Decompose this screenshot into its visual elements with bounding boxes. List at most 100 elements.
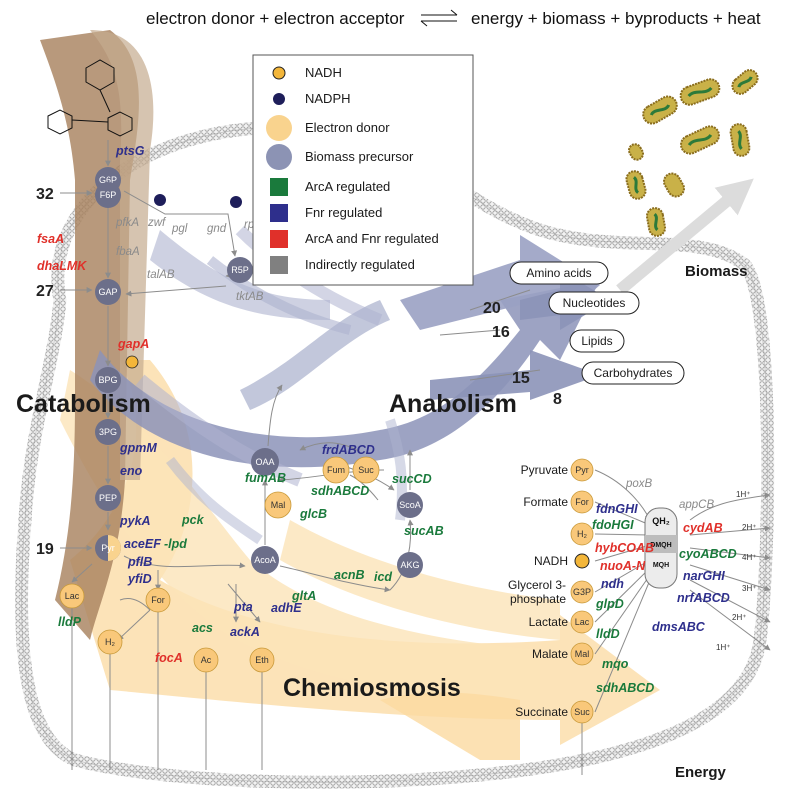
svg-text:Pyruvate: Pyruvate [521,463,569,477]
legend: NADH NADPH Electron donor Biomass precur… [252,54,474,286]
svg-text:GAP: GAP [98,287,117,297]
gene-ptsG: ptsG [115,144,145,158]
node-suc: Suc [352,456,380,484]
node-pep: PEP [95,485,121,511]
legend-item-biomass-precursor: Biomass precursor [266,144,414,170]
svg-text:F6P: F6P [100,190,117,200]
gene-sdhABCD: sdhABCD [311,484,369,498]
node-pyr: Pyr [95,535,121,561]
node-scoa: ScoA [397,492,423,518]
svg-text:Lac: Lac [65,591,80,601]
node-mal-tca [265,417,291,443]
legend-item-electron-donor: Electron donor [266,115,390,141]
count-lipids: 15 [512,370,530,387]
gene-acnB: acnB [334,568,365,582]
gene-dhaLMK: dhaLMK [37,259,87,273]
svg-text:Suc: Suc [574,707,590,717]
svg-text:For: For [151,595,165,605]
count-nucleotides: 16 [492,324,510,341]
gene-acs: acs [192,621,213,635]
gene-frdABCD: frdABCD [322,443,375,457]
svg-text:Electron donor: Electron donor [305,120,390,135]
product-nucleotides: Nucleotides [548,291,640,315]
gene-yfiD: yfiD [127,572,152,586]
gene-fdnGHI: fdnGHI [596,502,638,516]
svg-text:Pyr: Pyr [101,543,115,553]
biomass-arrow [616,178,754,295]
svg-text:Lactate: Lactate [529,615,569,629]
gene-gpmM: gpmM [119,441,157,455]
gene-lldP: lldP [58,615,82,629]
svg-text:OAA: OAA [255,457,274,467]
svg-text:Ac: Ac [201,655,212,665]
svg-text:R5P: R5P [231,265,249,275]
svg-text:MQH: MQH [653,562,669,569]
donor-pyruvate: Pyruvate Pyr [521,458,594,482]
gene-dmsABC: dmsABC [652,620,706,634]
svg-text:For: For [575,497,589,507]
svg-text:AKG: AKG [400,560,419,570]
equilibrium-arrows-icon [420,9,458,27]
svg-text:QH₂: QH₂ [652,516,670,526]
gene-cydAB: cydAB [683,521,723,535]
gene-cyoABCD: cyoABCD [679,547,737,561]
node-lac: Lac [59,583,85,609]
svg-text:H₂: H₂ [105,637,115,647]
count-gap: 27 [36,283,54,300]
anabolism-label: Anabolism [389,390,517,418]
node-oaa: OAA [251,448,279,476]
svg-text:Formate: Formate [523,495,568,509]
gene-pfkA: pfkA [115,217,139,229]
svg-text:PEP: PEP [99,493,117,503]
svg-text:Amino acids: Amino acids [526,266,591,280]
node-3pg: 3PG [95,419,121,445]
svg-text:H₂: H₂ [577,529,587,539]
gene-sdhABCD-respiratory: sdhABCD [596,681,654,695]
product-carbohydrates: Carbohydrates [581,361,685,385]
legend-item-arca-fnr: ArcA and Fnr regulated [270,230,439,248]
gene-pflB: pflB [127,555,152,569]
svg-text:NADH: NADH [305,65,342,80]
gene-mqo: mqo [602,657,629,671]
legend-item-fnr: Fnr regulated [270,204,382,222]
svg-text:BPG: BPG [98,375,117,385]
svg-text:ScoA: ScoA [399,500,421,510]
bacteria-cluster [625,69,759,237]
node-akg: AKG [397,552,423,578]
gene-pck: pck [181,513,205,527]
nadph-marker-icon [230,196,242,208]
gene-pykA: pykA [119,514,151,528]
svg-text:Indirectly regulated: Indirectly regulated [305,257,415,272]
donor-glycerol-3-phosphate: Glycerol 3-phosphate G3P [508,578,594,606]
legend-item-nadh: NADH [272,65,342,80]
svg-text:Fnr regulated: Fnr regulated [305,205,382,220]
svg-text:Biomass precursor: Biomass precursor [305,149,414,164]
donor-succinate: Succinate Suc [515,700,594,724]
proton-label: 1H⁺ [736,490,750,499]
energy-label: Energy [675,764,727,781]
product-lipids: Lipids [569,329,625,353]
node-f6p: F6P [95,182,121,208]
svg-text:Lac: Lac [575,617,590,627]
gene-nrfABCD: nrfABCD [677,591,730,605]
count-pyr: 19 [36,541,54,558]
glucose-molecule-icon [47,59,133,137]
proton-label: 4H⁺ [742,553,756,562]
node-ac: Ac [193,647,219,673]
quinone-pool: QH₂ DMQH MQH [644,507,678,589]
gene-adhE: adhE [271,601,302,615]
node-bpg: BPG [95,367,121,393]
node-gap: GAP [95,279,121,305]
count-carbohydrates: 8 [553,391,562,408]
gene-eno: eno [120,464,143,478]
gene-poxB: poxB [625,478,653,490]
svg-text:Eth: Eth [255,655,269,665]
gene-sucCD: sucCD [392,472,432,486]
gene-gnd: gnd [207,223,227,235]
donor-formate: Formate For [523,490,594,514]
gene-fdoHGI: fdoHGI [592,518,634,532]
donor-malate: Malate Mal [532,642,594,666]
node-mal-main: Mal [264,491,292,519]
gene-tktAB: tktAB [236,291,264,303]
gene-lldD: lldD [596,627,620,641]
